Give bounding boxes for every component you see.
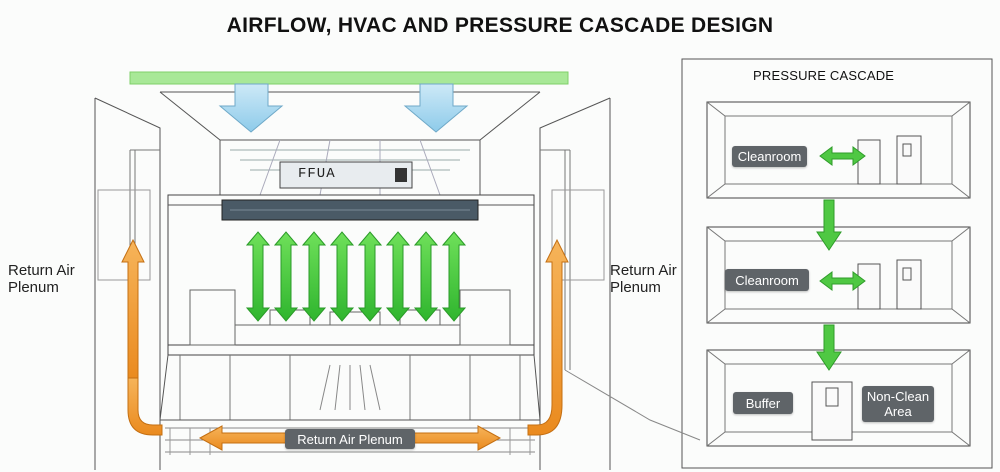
connector-line xyxy=(564,369,701,441)
downflow-arrows xyxy=(245,231,467,322)
supply-air-arrows xyxy=(218,83,469,133)
left-return-air-label: Return Air Plenum xyxy=(8,262,75,296)
ffu-louver xyxy=(395,168,407,182)
cascade-panel xyxy=(681,58,993,469)
ffu-label: FFUA xyxy=(298,166,336,182)
cleanroom-structure xyxy=(94,91,611,470)
room2-cleanroom-tag: Cleanroom xyxy=(725,269,809,291)
room1-cleanroom-tag: Cleanroom xyxy=(732,146,807,167)
cascade-flow-arrows xyxy=(816,146,866,371)
bottom-plenum-tag: Return Air Plenum xyxy=(285,429,415,449)
diagram-title: AIRFLOW, HVAC AND PRESSURE CASCADE DESIG… xyxy=(226,14,774,37)
supply-air-bar xyxy=(129,71,569,85)
non-clean-area-tag: Non-Clean Area xyxy=(862,386,934,422)
room3-buffer-tag: Buffer xyxy=(733,392,793,414)
right-return-air-label: Return Air Plenum xyxy=(610,262,677,296)
doors xyxy=(811,135,922,441)
right-label-line2: Plenum xyxy=(610,279,661,296)
left-label-line1: Return Air xyxy=(8,262,75,279)
left-label-line2: Plenum xyxy=(8,279,59,296)
cascade-title: PRESSURE CASCADE xyxy=(753,68,895,83)
ffu-housing xyxy=(279,161,413,189)
right-label-line1: Return Air xyxy=(610,262,677,279)
